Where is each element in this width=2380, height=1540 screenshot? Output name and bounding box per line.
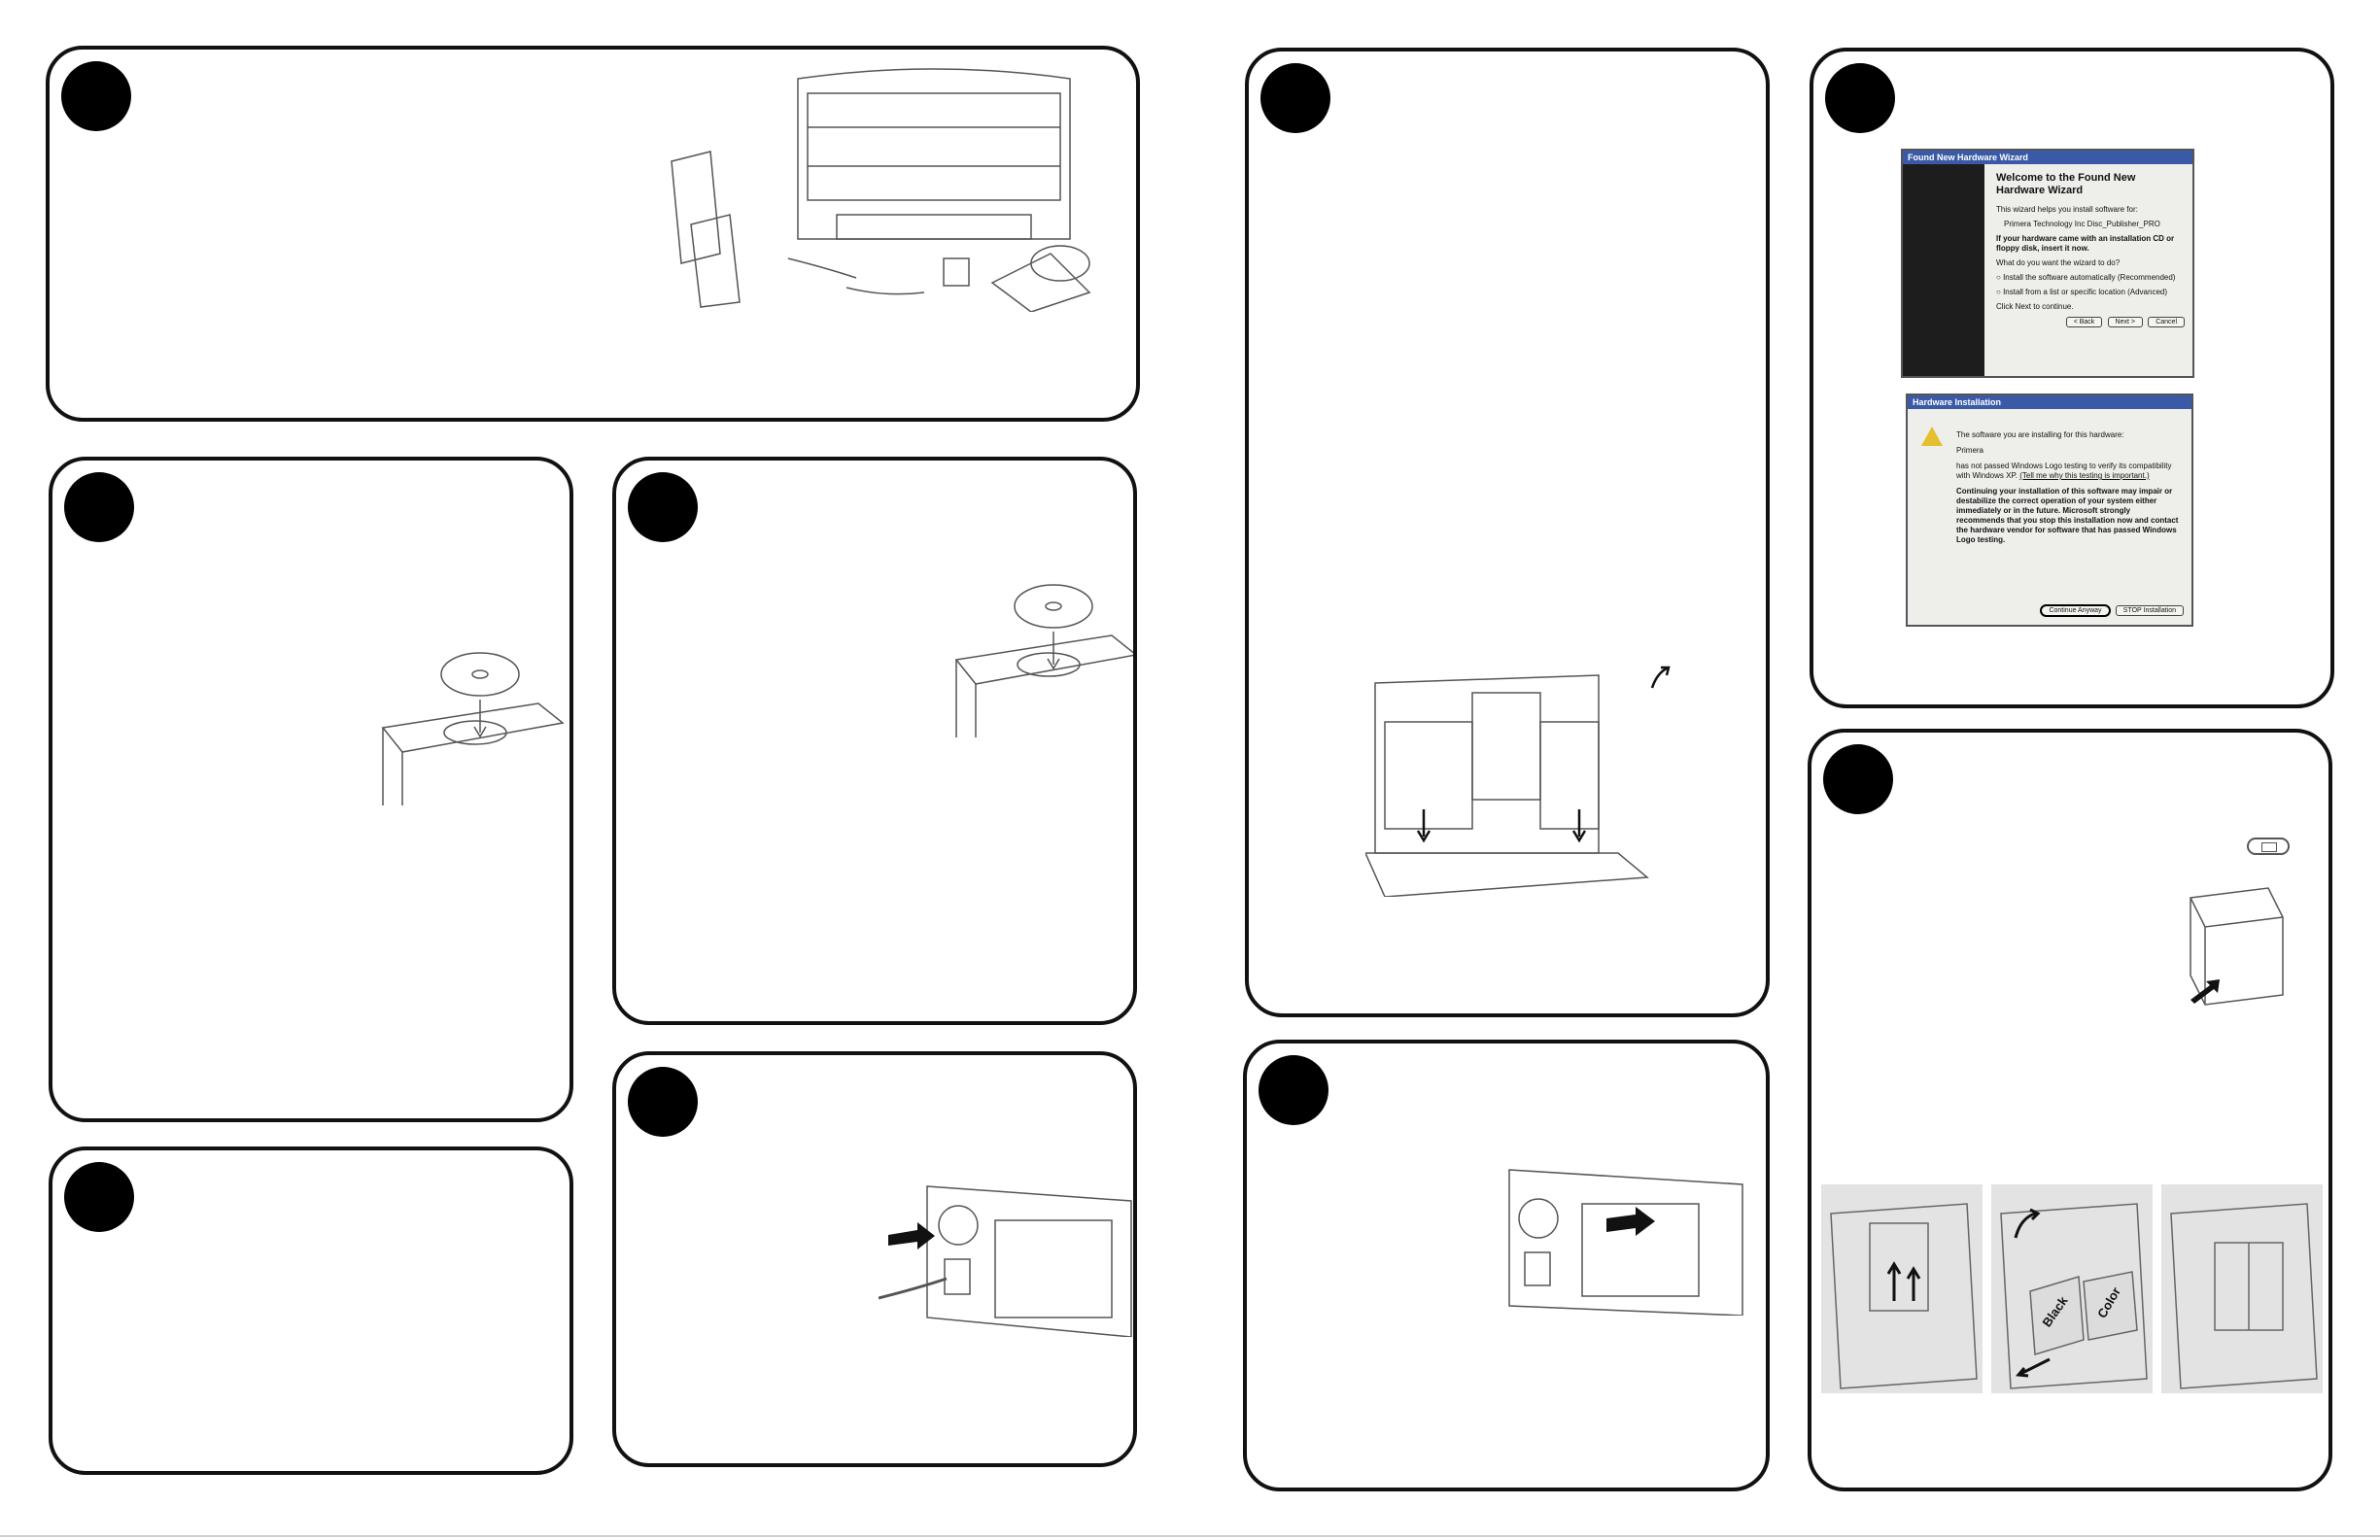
hardware-line2: has not passed Windows Logo testing to v… xyxy=(1956,462,2180,481)
panel-note xyxy=(49,1146,573,1475)
step-badge-1 xyxy=(61,61,131,131)
printer-open-illustration xyxy=(1365,664,1696,897)
wizard-body: Welcome to the Found New Hardware Wizard… xyxy=(1996,172,2185,327)
hardware-installation-dialog: Hardware Installation The software you a… xyxy=(1906,394,2193,627)
cancel-button[interactable]: Cancel xyxy=(2148,317,2185,327)
panel-install-driver: Found New Hardware Wizard Welcome to the… xyxy=(1810,48,2334,708)
stop-installation-button[interactable]: STOP Installation xyxy=(2115,605,2184,616)
hardware-device: Primera xyxy=(1956,446,1984,455)
wizard-sidebar-image xyxy=(1903,164,1984,376)
hardware-line2-text: has not passed Windows Logo testing to v… xyxy=(1956,462,2172,480)
wizard-cd-prompt: If your hardware came with an installati… xyxy=(1996,234,2175,253)
wizard-heading: Welcome to the Found New Hardware Wizard xyxy=(1996,172,2136,196)
panel-install-cartridges: Black Color xyxy=(1808,729,2332,1491)
carriage-photo-remove xyxy=(1821,1184,1983,1393)
panel-connect-usb xyxy=(1243,1040,1770,1491)
step-badge-2 xyxy=(64,472,134,542)
wizard-question: What do you want the wizard to do? xyxy=(1996,258,2121,267)
hardware-buttons: Continue Anyway STOP Installation xyxy=(2037,604,2184,617)
usb-cable-illustration xyxy=(1500,1160,1752,1316)
next-button[interactable]: Next > xyxy=(2107,317,2143,327)
hardware-title: Hardware Installation xyxy=(1908,395,2191,409)
option-list-label: Install from a list or specific location… xyxy=(2003,288,2168,296)
printer-contents-illustration xyxy=(662,59,1109,312)
panel-insert-disc xyxy=(49,457,573,1122)
panel-unpack xyxy=(46,46,1140,422)
hardware-line1: The software you are installing for this… xyxy=(1956,430,2124,439)
continue-anyway-button[interactable]: Continue Anyway xyxy=(2040,604,2111,617)
cd-drive-illustration xyxy=(947,567,1133,742)
ink-cartridge-illustration xyxy=(2161,878,2297,1014)
step-badge-6 xyxy=(1260,63,1330,133)
wizard-continue-text: Click Next to continue. xyxy=(1996,302,2074,311)
page-footer-rule xyxy=(0,1535,2380,1537)
testing-link[interactable]: (Tell me why this testing is important.) xyxy=(2019,471,2150,480)
wizard-buttons: < Back Next > Cancel xyxy=(1996,317,2185,327)
warning-icon xyxy=(1921,427,1943,446)
cartridge-button-icon xyxy=(2247,838,2290,855)
panel-remove-packing xyxy=(1245,48,1770,1017)
option-auto-label: Install the software automatically (Reco… xyxy=(2003,273,2176,282)
hardware-warning: Continuing your installation of this sof… xyxy=(1956,487,2179,544)
wizard-title: Found New Hardware Wizard xyxy=(1903,151,2192,164)
step-badge-7 xyxy=(1259,1055,1328,1125)
carriage-photo-installed xyxy=(2161,1184,2323,1393)
power-cable-illustration xyxy=(879,1172,1133,1337)
panel-connect-power xyxy=(612,1051,1137,1467)
step-badge-9 xyxy=(1823,744,1893,814)
wizard-option-auto[interactable]: ○ Install the software automatically (Re… xyxy=(1996,273,2176,282)
step-badge-3 xyxy=(628,472,698,542)
cd-drive-illustration xyxy=(373,635,568,810)
back-button[interactable]: < Back xyxy=(2065,317,2103,327)
carriage-photo-insert: Black Color xyxy=(1991,1184,2153,1393)
hardware-body: The software you are installing for this… xyxy=(1956,430,2180,551)
wizard-option-list[interactable]: ○ Install from a list or specific locati… xyxy=(1996,288,2168,296)
step-badge-4 xyxy=(64,1162,134,1232)
step-badge-8 xyxy=(1825,63,1895,133)
found-new-hardware-dialog: Found New Hardware Wizard Welcome to the… xyxy=(1901,149,2194,378)
wizard-device: Primera Technology Inc Disc_Publisher_PR… xyxy=(2004,220,2160,228)
panel-insert-disc-2 xyxy=(612,457,1137,1025)
wizard-intro: This wizard helps you install software f… xyxy=(1996,205,2138,214)
step-badge-5 xyxy=(628,1067,698,1137)
